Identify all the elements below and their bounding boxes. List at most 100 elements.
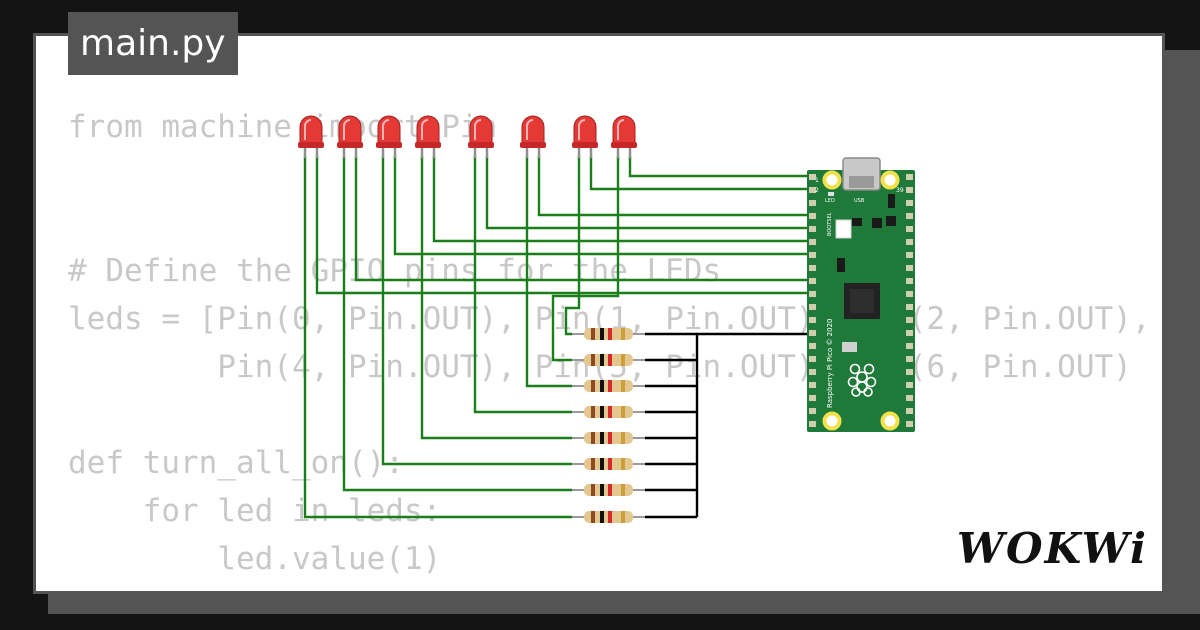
ground-bus xyxy=(695,332,818,517)
usb-silk-label: USB xyxy=(854,198,865,204)
pin-pad xyxy=(906,382,913,388)
led-highlight xyxy=(343,119,351,140)
chip xyxy=(852,218,862,226)
resistor-band xyxy=(621,432,625,444)
cathode-wire xyxy=(551,156,620,362)
cathode-wire xyxy=(342,156,572,492)
pin-pad xyxy=(906,304,913,310)
pin-pad xyxy=(809,226,816,232)
flash-chip xyxy=(842,342,857,352)
mount-hole xyxy=(822,411,842,431)
code-line: from machine import Pin xyxy=(68,109,498,145)
pin-pad xyxy=(809,200,816,206)
code-line: def turn_all_on(): xyxy=(68,445,404,481)
cathode-wire xyxy=(381,156,572,466)
anode-wire xyxy=(628,156,812,178)
resistor-band xyxy=(591,328,595,340)
resistor-band xyxy=(621,511,625,523)
resistor-band xyxy=(608,484,612,496)
resistor-band xyxy=(591,354,595,366)
mount-hole xyxy=(880,170,900,190)
led[interactable] xyxy=(572,115,598,158)
resistor-band xyxy=(608,458,612,470)
pin-pad xyxy=(809,395,816,401)
led[interactable] xyxy=(376,115,402,158)
resistor-band xyxy=(600,432,604,444)
pin-pad xyxy=(906,343,913,349)
resistor-band xyxy=(608,406,612,418)
pin-pad xyxy=(809,343,816,349)
led[interactable] xyxy=(415,115,441,158)
pin-pad xyxy=(906,226,913,232)
resistor-band xyxy=(600,354,604,366)
anode-wire xyxy=(485,156,812,230)
led-rim xyxy=(611,142,637,148)
raspberry-pi-pico-board[interactable]: 1 2 39 LED USB BOOTSEL Raspberry Pi Pico… xyxy=(807,157,915,432)
led-highlight xyxy=(617,119,625,140)
pin-pad xyxy=(809,317,816,323)
resistor-band xyxy=(608,328,612,340)
pin-pad xyxy=(809,252,816,258)
board-silk-label: Raspberry Pi Pico © 2020 xyxy=(826,319,834,409)
file-tab[interactable]: main.py xyxy=(68,12,238,75)
pin-pad xyxy=(906,187,913,193)
raspberry-logo-icon xyxy=(847,363,877,397)
led-rim xyxy=(298,142,324,148)
resistor-band xyxy=(600,380,604,392)
led[interactable] xyxy=(468,115,494,158)
resistor-band xyxy=(608,380,612,392)
pin-pad xyxy=(809,174,816,180)
pin-pad xyxy=(906,213,913,219)
preview-card: from machine import Pin# Define the GPIO… xyxy=(33,33,1165,594)
led[interactable] xyxy=(611,115,637,158)
resistor-band xyxy=(621,354,625,366)
pin-pad xyxy=(906,369,913,375)
anode-wire xyxy=(432,156,812,243)
resistors xyxy=(572,328,645,523)
pin-pad xyxy=(906,200,913,206)
resistor-band xyxy=(591,458,595,470)
pin-pad xyxy=(906,278,913,284)
resistor-band xyxy=(600,484,604,496)
led[interactable] xyxy=(337,115,363,158)
pin-pad xyxy=(906,252,913,258)
cathode-wire xyxy=(303,156,572,519)
pin-pad xyxy=(809,382,816,388)
pin-pad xyxy=(809,239,816,245)
led-silk-label: LED xyxy=(825,198,835,204)
resistor-band xyxy=(591,380,595,392)
resistor-band xyxy=(591,432,595,444)
led[interactable] xyxy=(520,115,546,158)
led-highlight xyxy=(526,119,534,140)
pin-pad xyxy=(809,421,816,427)
chip xyxy=(872,218,882,228)
pin-pad xyxy=(906,317,913,323)
chip xyxy=(837,258,845,272)
wokwi-logo: WOKWi xyxy=(956,524,1148,573)
pin-pad xyxy=(809,330,816,336)
pin-1-label: 1 xyxy=(815,177,819,184)
pin-pad xyxy=(809,304,816,310)
resistor-band xyxy=(591,406,595,418)
pin-pad xyxy=(809,278,816,284)
led[interactable] xyxy=(298,115,324,158)
pin-pad xyxy=(906,174,913,180)
resistor-band xyxy=(600,406,604,418)
wires xyxy=(303,156,812,519)
led-highlight xyxy=(421,119,429,140)
led-highlight xyxy=(382,119,390,140)
cathode-wire xyxy=(525,156,572,388)
leds xyxy=(298,115,637,158)
mount-hole xyxy=(822,170,842,190)
pin-pad xyxy=(906,239,913,245)
cathode-wire xyxy=(473,156,572,414)
led-rim xyxy=(572,142,598,148)
led-rim xyxy=(376,142,402,148)
resistor-band xyxy=(608,432,612,444)
bootsel-button[interactable] xyxy=(835,219,852,239)
resistor-band xyxy=(600,328,604,340)
resistor-band xyxy=(621,328,625,340)
code-line: print("All LEDs are ON") xyxy=(68,583,1151,591)
chip xyxy=(888,194,895,208)
